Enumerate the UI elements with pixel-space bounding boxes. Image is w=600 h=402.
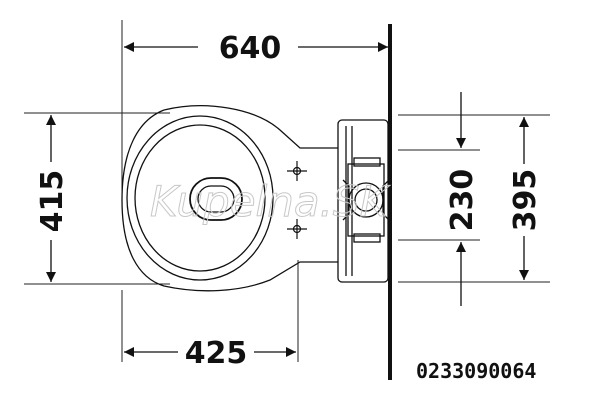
flush-valve-inner: [354, 188, 378, 212]
flush-hinge-left: [342, 179, 350, 221]
dimension-lines: [46, 42, 529, 357]
seat-hinge: [189, 177, 243, 221]
bowl-top-neck: [163, 105, 338, 149]
flush-cutout-outline: [347, 163, 385, 237]
seat-inner: [134, 124, 266, 272]
dim-label-230: 230: [445, 169, 480, 232]
seat-outer: [126, 115, 274, 281]
article-number: 0233090064: [416, 359, 536, 383]
extension-lines: [24, 20, 550, 362]
bowl-outline: [121, 109, 338, 292]
flush-bracket-top: [353, 157, 381, 167]
flush-hinge-right: [382, 179, 390, 221]
toilet-outline: [121, 105, 390, 292]
watermark: Kupelna.SK: [150, 177, 391, 226]
fixing-hole-bottom: [287, 219, 307, 239]
dim-label-640: 640: [219, 31, 282, 66]
dim-label-415: 415: [35, 170, 70, 233]
fixing-holes: [287, 161, 307, 239]
fixing-hole-top: [287, 161, 307, 181]
cistern-outline: [337, 119, 389, 283]
flush-bracket-bottom: [353, 233, 381, 243]
dim-label-395: 395: [508, 169, 543, 232]
dim-label-425: 425: [185, 336, 248, 371]
